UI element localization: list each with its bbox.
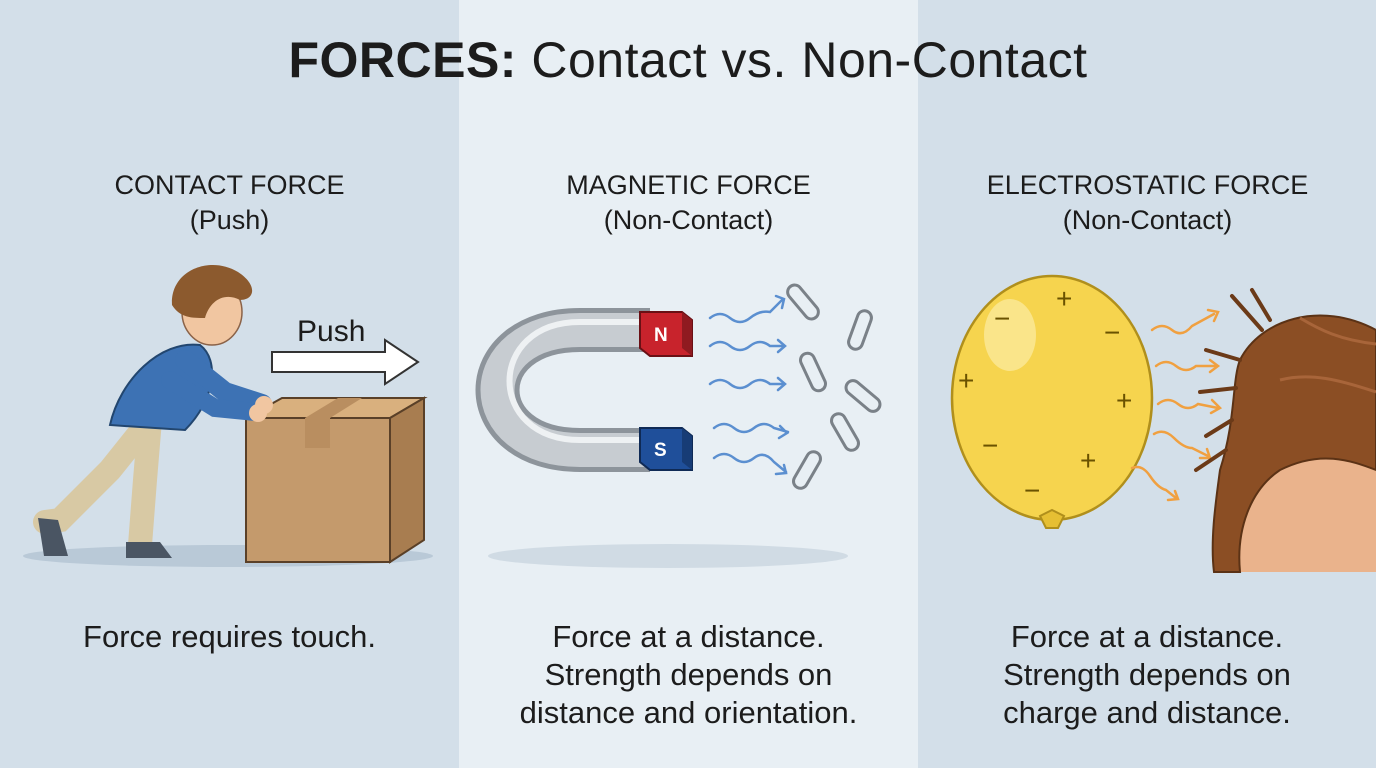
charge-minus-4: − [1024, 475, 1040, 506]
contact-caption: Force requires touch. [0, 618, 459, 656]
page-title: FORCES: Contact vs. Non-Contact [0, 28, 1376, 92]
push-arrow-icon [271, 338, 420, 386]
charge-plus-3: + [1116, 385, 1132, 416]
contact-illustration: Push [23, 264, 433, 567]
electrostatic-field-arrows [1130, 308, 1223, 502]
title-bold: FORCES: [288, 32, 517, 88]
magnetic-heading: MAGNETIC FORCE (Non-Contact) [459, 168, 918, 238]
electrostatic-caption-line1: Force at a distance. [1010, 619, 1284, 654]
contact-caption-line1: Force requires touch. [83, 619, 376, 654]
push-label: Push [297, 315, 365, 348]
horseshoe-magnet-icon [475, 308, 693, 472]
contact-heading-line2: (Push) [189, 205, 270, 235]
north-pole-label: N [654, 325, 668, 346]
charge-plus-4: + [1080, 445, 1096, 476]
person-pushing-icon [33, 264, 273, 558]
magnetic-illustration: N S [475, 283, 882, 568]
magnetic-caption-line3: distance and orientation. [519, 695, 858, 730]
panel-magnetic-background [459, 0, 918, 768]
paperclips-icon [786, 283, 882, 490]
title-rest: Contact vs. Non-Contact [516, 32, 1088, 88]
charge-plus-2: + [958, 365, 974, 396]
electrostatic-heading-line2: (Non-Contact) [1062, 205, 1233, 235]
electrostatic-illustration: + − − + + − + − [950, 274, 1376, 573]
charge-minus-1: − [994, 303, 1010, 334]
cardboard-box-icon [242, 396, 428, 564]
hair-head-icon [1194, 288, 1376, 573]
electrostatic-caption-line2: Strength depends on [1003, 657, 1291, 692]
magnetic-heading-line2: (Non-Contact) [603, 205, 774, 235]
magnetic-ground-shadow [488, 544, 848, 568]
magnetic-caption: Force at a distance. Strength depends on… [459, 618, 918, 732]
electrostatic-heading-line1: ELECTROSTATIC FORCE [986, 170, 1309, 200]
electrostatic-heading: ELECTROSTATIC FORCE (Non-Contact) [918, 168, 1376, 238]
magnetic-caption-line1: Force at a distance. [552, 619, 825, 654]
charge-minus-2: − [1104, 317, 1120, 348]
electrostatic-caption-line3: charge and distance. [1003, 695, 1291, 730]
charge-plus-1: + [1056, 283, 1072, 314]
electrostatic-caption: Force at a distance. Strength depends on… [918, 618, 1376, 732]
contact-heading: CONTACT FORCE (Push) [0, 168, 459, 238]
charge-minus-3: − [982, 430, 998, 461]
magnetic-heading-line1: MAGNETIC FORCE [566, 170, 811, 200]
magnetic-caption-line2: Strength depends on [544, 657, 833, 692]
south-pole-label: S [654, 440, 667, 461]
balloon-icon [950, 274, 1154, 529]
contact-heading-line1: CONTACT FORCE [114, 170, 345, 200]
magnetic-field-arrows [708, 294, 790, 476]
